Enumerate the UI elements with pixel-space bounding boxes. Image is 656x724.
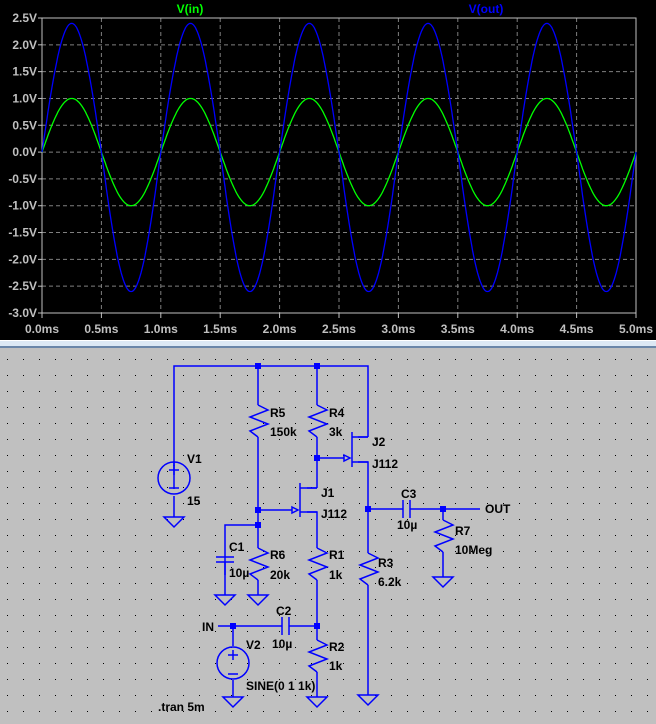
y-tick-label: 2.0V [12,38,37,52]
y-tick-label: 1.0V [12,91,37,105]
resistor-r4-symbol[interactable] [306,404,330,438]
label-r4-name: R4 [329,406,345,420]
label-r5-value: 150k [270,425,297,439]
capacitor-c2-symbol[interactable] [281,617,290,635]
x-tick-label: 0.0ms [25,322,59,336]
ground-icon [356,694,380,707]
label-j2-value: J112 [372,457,398,471]
y-tick-label: -3.0V [8,306,37,320]
capacitor-c3-symbol[interactable] [402,500,411,518]
y-tick-label: -0.5V [8,172,37,186]
label-j1-value: J112 [321,507,347,521]
schematic-canvas[interactable]: R5 150k R4 3k J2 J112 J1 J112 V1 15 C1 1… [0,348,656,719]
label-r5-name: R5 [270,406,286,420]
y-tick-label: 0.5V [12,118,37,132]
schematic-editor[interactable]: R5 150k R4 3k J2 J112 J1 J112 V1 15 C1 1… [0,348,656,719]
resistor-r7-symbol[interactable] [432,519,456,553]
x-tick-label: 1.5ms [203,322,237,336]
grid [42,18,636,313]
label-r2-value: 1k [329,659,343,673]
x-axis-ticks: 0.0ms 0.5ms 1.0ms 1.5ms 2.0ms 2.5ms 3.0ms 3.5ms… [25,313,653,336]
capacitor-c1-symbol[interactable] [216,545,234,575]
y-tick-label: 2.5V [12,11,37,25]
label-r4-value: 3k [329,425,343,439]
y-tick-label: -2.5V [8,279,37,293]
label-v1-name: V1 [187,452,202,466]
label-c3-value: 10µ [397,518,417,532]
resistor-r2-symbol[interactable] [306,639,330,673]
waveform-viewer[interactable]: 2.5V 2.0V 1.5V 1.0V 0.5V 0.0V -0.5V -1.0V -1.5V -… [0,0,656,340]
label-r2-name: R2 [329,640,345,654]
x-tick-label: 1.0ms [144,322,178,336]
legend-vout[interactable]: V(out) [469,2,504,16]
x-tick-label: 4.0ms [500,322,534,336]
x-tick-label: 5.0ms [619,322,653,336]
traces [41,22,637,293]
jfet-j1-symbol[interactable] [291,483,317,517]
y-tick-label: -1.0V [8,199,37,213]
label-v2-name: V2 [246,638,261,652]
spice-directive[interactable]: .tran 5m [158,700,205,714]
resistor-r3-symbol[interactable] [357,552,381,586]
label-c2-value: 10µ [272,637,292,651]
ground-icon [162,516,186,529]
label-j2-name: J2 [372,435,386,449]
x-tick-label: 2.0ms [263,322,297,336]
y-axis-ticks: 2.5V 2.0V 1.5V 1.0V 0.5V 0.0V -0.5V -1.0V -1.5V -… [8,11,42,320]
ground-icon [213,594,237,607]
voltage-source-v1-symbol[interactable] [157,461,191,495]
ground-icon [431,576,455,589]
label-r7-name: R7 [455,524,471,538]
x-tick-label: 2.5ms [322,322,356,336]
ground-icon [246,594,270,607]
x-tick-label: 0.5ms [84,322,118,336]
label-v1-value: 15 [187,494,201,508]
label-v2-value: SINE(0 1 1k) [246,679,315,693]
y-tick-label: 1.5V [12,65,37,79]
y-tick-label: -2.0V [8,252,37,266]
label-c2-name: C2 [276,604,292,618]
label-r3-name: R3 [378,556,394,570]
label-r6-name: R6 [270,548,286,562]
resistor-r6-symbol[interactable] [247,547,271,581]
x-tick-label: 4.5ms [560,322,594,336]
label-j1-name: J1 [321,486,335,500]
label-r6-value: 20k [270,568,290,582]
resistor-r5-symbol[interactable] [247,404,271,438]
label-c1-name: C1 [229,540,245,554]
pane-splitter[interactable] [0,340,656,348]
net-label-in[interactable]: IN [202,620,214,634]
label-r1-name: R1 [329,548,345,562]
y-tick-label: 0.0V [12,145,37,159]
trace-vout[interactable] [41,22,637,293]
x-tick-label: 3.5ms [441,322,475,336]
label-c3-name: C3 [401,487,417,501]
x-tick-label: 3.0ms [381,322,415,336]
label-r3-value: 6.2k [378,575,402,589]
dot-grid [0,348,656,719]
junctions [230,363,446,629]
net-label-out[interactable]: OUT [485,502,511,516]
legend-vin[interactable]: V(in) [177,2,204,16]
voltage-source-v2-symbol[interactable] [216,646,250,680]
y-tick-label: -1.5V [8,226,37,240]
waveform-plot[interactable]: 2.5V 2.0V 1.5V 1.0V 0.5V 0.0V -0.5V -1.0V -1.5V -… [0,0,656,340]
jfet-j2-symbol[interactable] [343,432,368,467]
label-r1-value: 1k [329,568,343,582]
label-c1-value: 10µ [229,566,249,580]
ground-icon [305,696,329,709]
ground-icon [221,696,245,709]
label-r7-value: 10Meg [455,543,492,557]
resistor-r1-symbol[interactable] [306,547,330,581]
